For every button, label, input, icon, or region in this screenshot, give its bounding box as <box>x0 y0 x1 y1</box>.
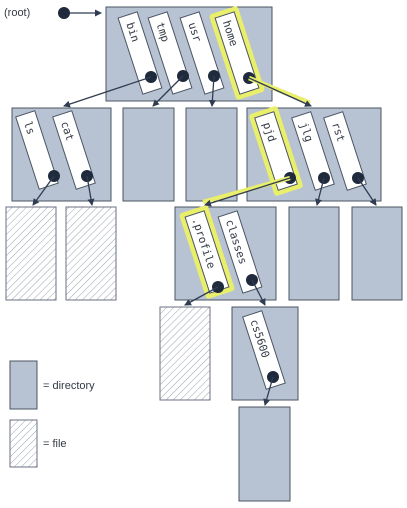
tmp-arrow <box>152 75 184 107</box>
cat-file <box>65 206 117 301</box>
ls-file <box>5 206 57 301</box>
cs5600-directory <box>238 406 291 502</box>
entry-cat: cat <box>52 110 96 190</box>
home-arrow <box>248 77 312 107</box>
entry-bin-label: bin <box>123 21 142 44</box>
legend-file-label: = file <box>43 438 67 450</box>
entry-jlg: jlg <box>291 111 335 191</box>
entry-pjd: pjd <box>249 106 303 196</box>
cs5600-arrow <box>263 376 274 406</box>
entry-cat-label: cat <box>58 120 77 143</box>
entry-jlg-label: jlg <box>297 121 316 144</box>
pjd-arrow <box>204 177 291 207</box>
entry-rst-label: rst <box>329 121 348 144</box>
root-pointer-dot <box>58 7 70 19</box>
legend-file-swatch <box>9 419 38 468</box>
legend-directory-swatch <box>9 360 38 410</box>
entry-pjd-label: pjd <box>260 121 279 144</box>
usr-arrow <box>208 75 216 107</box>
profile-file <box>159 306 211 401</box>
legend-directory-label: = directory <box>43 380 95 392</box>
profile-arrow <box>184 286 219 306</box>
entry-rst: rst <box>323 111 367 191</box>
entry-tmp-label: tmp <box>153 21 172 44</box>
usr-directory <box>185 107 238 202</box>
root-label: (root) <box>4 7 30 19</box>
entry-ls-label: ls <box>21 120 37 137</box>
jlg-arrow <box>315 177 325 206</box>
rst-directory <box>351 206 403 301</box>
classes-arrow <box>251 279 266 306</box>
tmp-directory <box>122 107 175 202</box>
entry-ls: ls <box>15 110 59 190</box>
cat-arrow <box>86 175 95 206</box>
jlg-directory <box>288 206 340 301</box>
bin-arrow <box>63 76 152 108</box>
entry-usr-label: usr <box>185 21 204 44</box>
ls-arrow <box>32 175 55 206</box>
rst-arrow <box>357 177 377 206</box>
